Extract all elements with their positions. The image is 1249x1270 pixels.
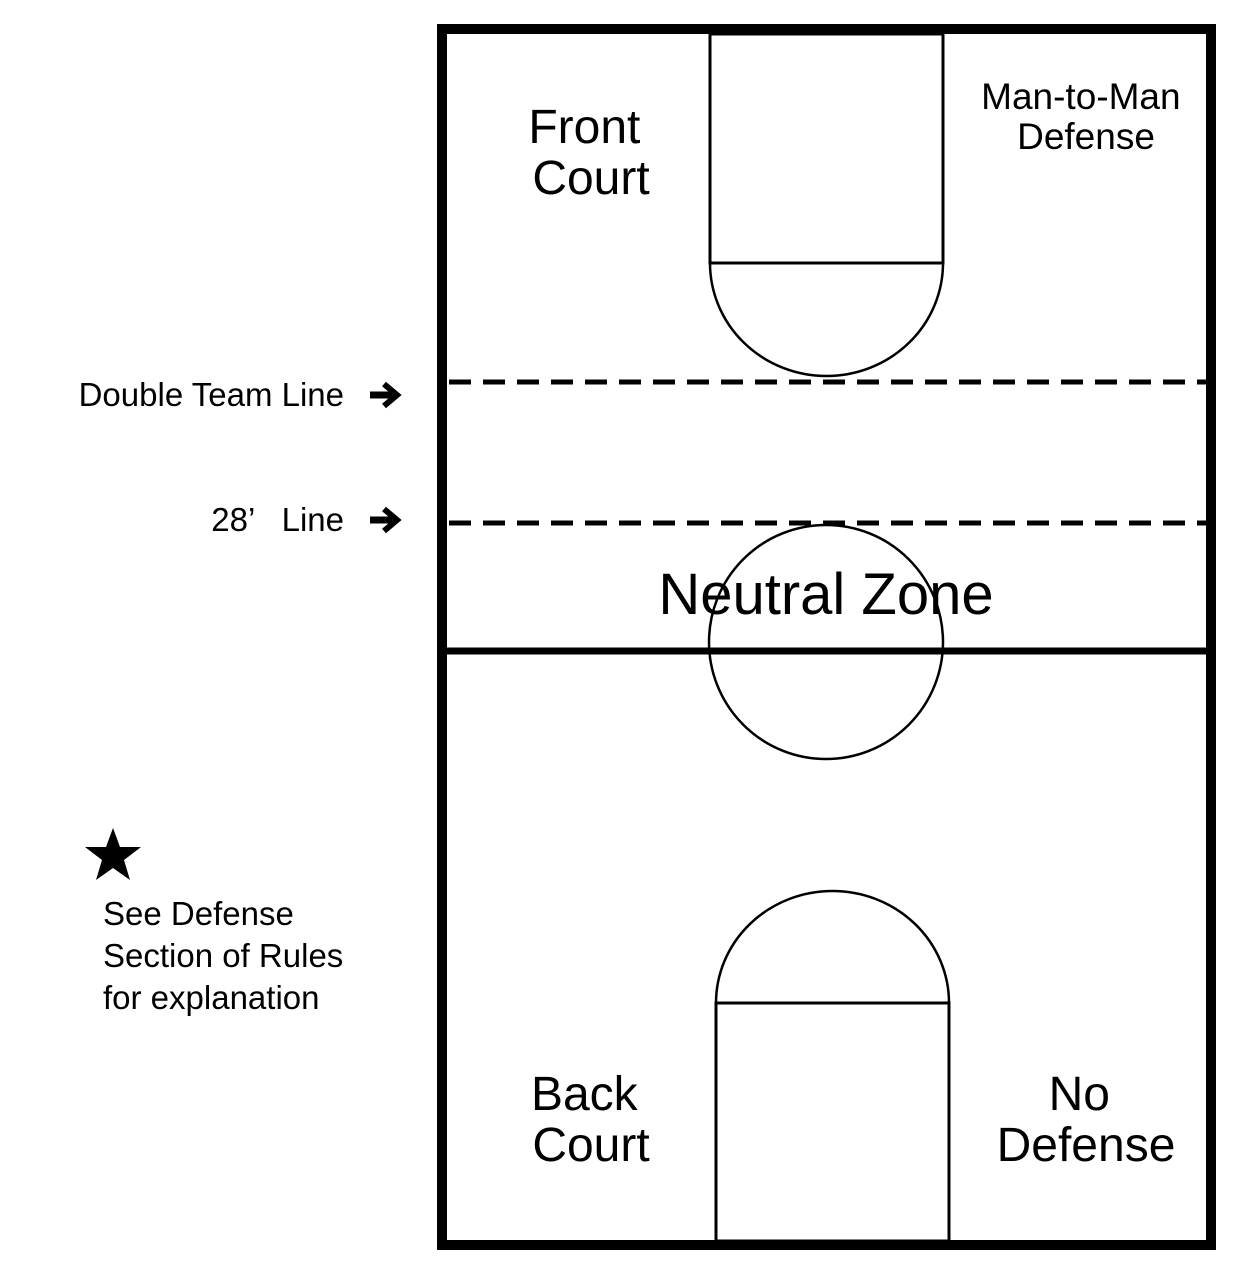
- back-court-label-line-1: Back: [531, 1068, 639, 1121]
- neutral-zone-label: Neutral Zone: [658, 562, 993, 627]
- star-icon: [85, 828, 141, 880]
- back-court-rule-label: No Defense: [997, 1068, 1176, 1172]
- back-court-free-throw-arc: [714, 889, 951, 1004]
- front-court-rule-label: Man-to-Man Defense: [981, 76, 1191, 157]
- defense-note-line-2: Section of Rules: [103, 937, 343, 974]
- back-court-rule-line-2: Defense: [997, 1119, 1176, 1172]
- defense-note-line-1: See Defense: [103, 895, 294, 932]
- back-court-label: Back Court: [531, 1068, 651, 1172]
- double-team-line-label: Double Team Line: [79, 376, 344, 413]
- front-court-rule-line-2: Defense: [1017, 116, 1155, 157]
- front-court-label: Front Court: [528, 101, 653, 205]
- double-team-arrow-icon: [370, 381, 402, 409]
- twenty-eight-foot-arrow-icon: [370, 506, 402, 534]
- front-court-key: [708, 32, 945, 265]
- front-court-rule-line-1: Man-to-Man: [981, 76, 1180, 117]
- center-circle: [707, 523, 945, 761]
- front-court-free-throw-arc: [708, 262, 945, 378]
- back-court-key: [714, 1001, 951, 1243]
- front-court-label-line-1: Front: [528, 101, 640, 154]
- back-court-label-line-2: Court: [532, 1119, 649, 1172]
- court-boundary: [437, 24, 1216, 1250]
- front-court-label-line-2: Court: [532, 152, 649, 205]
- defense-note-line-3: for explanation: [103, 979, 319, 1016]
- defense-note: See Defense Section of Rules for explana…: [103, 895, 352, 1016]
- back-court-rule-line-1: No: [1049, 1068, 1110, 1121]
- twenty-eight-foot-line-label: 28’ Line: [211, 501, 344, 538]
